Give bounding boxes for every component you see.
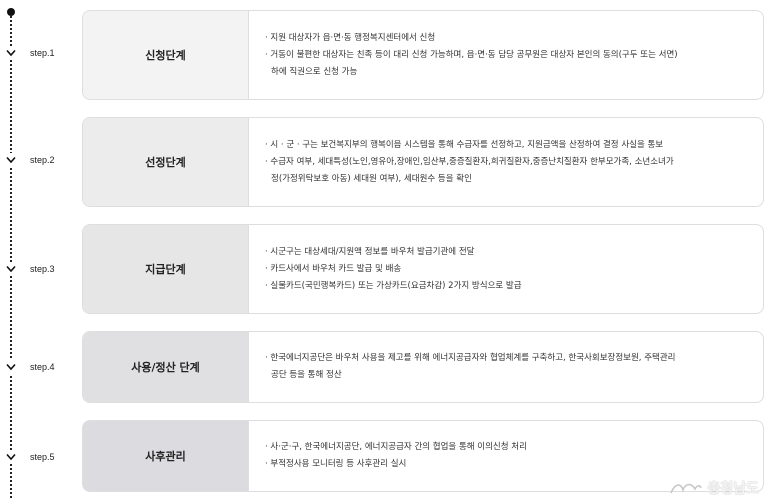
description-line: · 시 · 군 · 구는 보건복지부의 행복이음 시스템을 통해 수급자를 선정… [265, 139, 664, 150]
step-label: step.4 [30, 362, 55, 372]
description-line: 정(가정위탁보호 아동) 세대원 여부), 세대원수 등을 확인 [271, 173, 472, 184]
step-marker-2: step.2 [4, 153, 74, 167]
step-label: step.3 [30, 264, 55, 274]
step-label: step.5 [30, 452, 55, 462]
step-description: · 시 · 군 · 구는 보건복지부의 행복이음 시스템을 통해 수급자를 선정… [249, 118, 763, 206]
step-label: step.2 [30, 155, 55, 165]
step-card-4: 사용/정산 단계 · 한국에너지공단은 바우처 사용을 제고를 위해 에너지공급자… [82, 331, 764, 403]
chevron-down-icon [4, 46, 18, 60]
description-line: · 카드사에서 바우처 카드 발급 및 배송 [265, 263, 402, 274]
step-title: 신청단계 [83, 11, 249, 99]
description-line: 공단 등을 통해 정산 [271, 370, 342, 380]
chevron-down-icon [4, 153, 18, 167]
description-line: · 지원 대상자가 읍·면·동 행정복지센터에서 신청 [265, 32, 436, 43]
watermark-text: 충청남도 [707, 481, 759, 497]
chevron-down-icon [4, 262, 18, 276]
watermark: 충청남도 [669, 478, 759, 498]
step-title: 사후관리 [83, 421, 249, 491]
description-line: · 부적정사용 모니터링 등 사후관리 실시 [265, 459, 407, 469]
step-description: · 사·군·구, 한국에너지공단, 에너지공급자 간의 협업을 통해 이의신청 … [249, 421, 763, 491]
description-line: · 사·군·구, 한국에너지공단, 에너지공급자 간의 협업을 통해 이의신청 … [265, 442, 527, 452]
description-line: · 시군구는 대상세대/지원액 정보를 바우처 발급기관에 전달 [265, 246, 475, 257]
step-title: 지급단계 [83, 225, 249, 313]
step-marker-1: step.1 [4, 46, 74, 60]
step-card-1: 신청단계 · 지원 대상자가 읍·면·동 행정복지센터에서 신청 · 거동이 불편한… [82, 10, 764, 100]
step-marker-4: step.4 [4, 360, 74, 374]
step-card-2: 선정단계 · 시 · 군 · 구는 보건복지부의 행복이음 시스템을 통해 수급자… [82, 117, 764, 207]
timeline-start-dot [7, 8, 15, 16]
description-line: 하에 직권으로 신청 가능 [271, 66, 358, 77]
step-card-3: 지급단계 · 시군구는 대상세대/지원액 정보를 바우처 발급기관에 전달 · 카드… [82, 224, 764, 314]
step-label: step.1 [30, 48, 55, 58]
chevron-down-icon [4, 360, 18, 374]
description-line: · 실물카드(국민행복카드) 또는 가상카드(요금차감) 2가지 방식으로 발급 [265, 280, 522, 291]
step-title: 선정단계 [83, 118, 249, 206]
description-line: · 한국에너지공단은 바우처 사용을 제고를 위해 에너지공급자와 협업체계를 … [265, 353, 676, 363]
step-description: · 지원 대상자가 읍·면·동 행정복지센터에서 신청 · 거동이 불편한 대상자… [249, 11, 763, 99]
step-description: · 시군구는 대상세대/지원액 정보를 바우처 발급기관에 전달 · 카드사에서 … [249, 225, 763, 313]
description-line: · 거동이 불편한 대상자는 친족 등이 대리 신청 가능하며, 읍·면·동 담… [265, 49, 678, 60]
chevron-down-icon [4, 450, 18, 464]
description-line: · 수급자 여부, 세대특성(노인,영유아,장애인,임산부,중증질환자,희귀질환… [265, 156, 674, 167]
step-marker-3: step.3 [4, 262, 74, 276]
watermark-logo-icon [670, 483, 703, 494]
step-marker-5: step.5 [4, 450, 74, 464]
step-title: 사용/정산 단계 [83, 332, 249, 402]
timeline-dotted-line [10, 13, 12, 498]
step-description: · 한국에너지공단은 바우처 사용을 제고를 위해 에너지공급자와 협업체계를 … [249, 332, 763, 402]
step-card-5: 사후관리 · 사·군·구, 한국에너지공단, 에너지공급자 간의 협업을 통해 이… [82, 420, 764, 492]
